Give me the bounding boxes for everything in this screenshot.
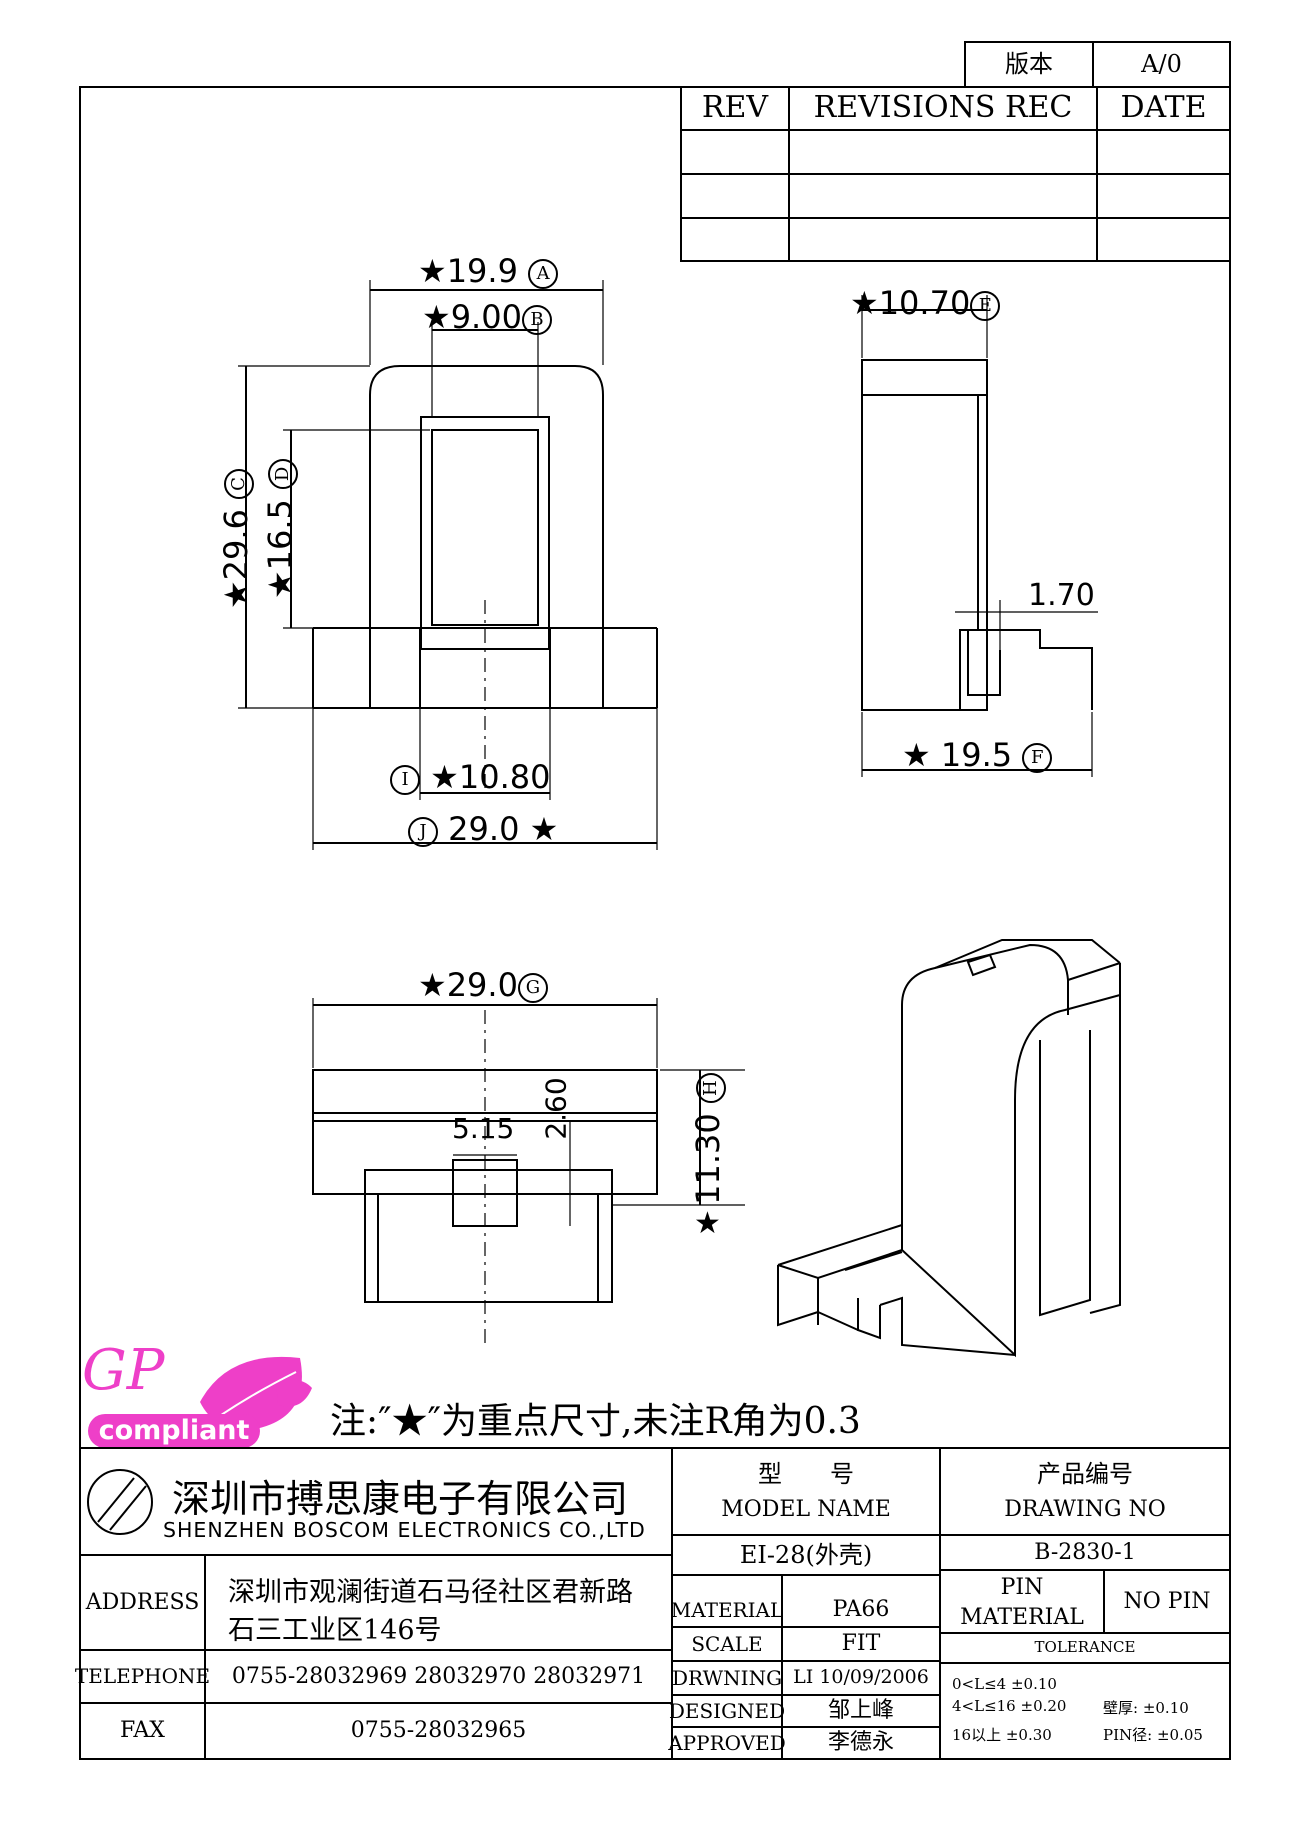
dim-h-star: ★ [694, 1206, 721, 1241]
top-view [312, 998, 745, 1345]
dim-c-tag: C [223, 468, 254, 499]
pin-material-value: NO PIN [1123, 1588, 1211, 1614]
date-header: DATE [1120, 90, 1207, 126]
drawing-label-cn: 产品编号 [1037, 1460, 1133, 1489]
dim-d-tag: D [267, 458, 298, 489]
dim-side-gap-label: 1.70 [1028, 578, 1095, 613]
approved-value: 李德永 [827, 1730, 894, 1756]
dim-g-tag: G [517, 972, 548, 1003]
drawing-value: B-2830-1 [1034, 1539, 1136, 1565]
tolerance-range-1: 0<L≤4 ±0.10 [952, 1675, 1057, 1693]
dim-j-label: J 29.0 ★ [408, 810, 558, 848]
address-label: ADDRESS [85, 1589, 200, 1615]
revisions-rec-header: REVISIONS REC [813, 90, 1073, 126]
company-name-en: SHENZHEN BOSCOM ELECTRONICS CO.,LTD [163, 1518, 646, 1542]
dim-slot-width-label: 5.15 [452, 1112, 515, 1145]
model-label-en: MODEL NAME [721, 1497, 891, 1523]
key-dimension-star: ★ [418, 252, 447, 290]
drawing-frame [79, 86, 1231, 1760]
approved-label: APPROVED [668, 1730, 786, 1755]
material-value: PA66 [832, 1597, 890, 1623]
dim-i-tag: I [390, 764, 420, 795]
front-view [238, 280, 658, 850]
model-label-cn: 型 号 [758, 1460, 854, 1489]
drawn-value: LI 10/09/2006 [793, 1666, 929, 1689]
tolerance-range-3: 16以上 ±0.30 [952, 1726, 1052, 1744]
scale-label: SCALE [691, 1631, 763, 1656]
dim-j-tag: J [408, 816, 438, 847]
tolerance-pin: PIN径: ±0.05 [1103, 1726, 1203, 1744]
dim-e-tag: E [970, 290, 1001, 321]
title-block [80, 1447, 1230, 1759]
fax-value: 0755-28032965 [350, 1718, 527, 1744]
fax-label: FAX [120, 1718, 165, 1744]
gp-compliant-logo [88, 1356, 312, 1448]
gp-logo-text: GP [82, 1338, 165, 1403]
model-value: EI-28(外壳) [739, 1541, 873, 1570]
rev-header: REV [701, 90, 769, 126]
tolerance-label: TOLERANCE [1034, 1638, 1136, 1657]
address-line-1: 深圳市观澜街道石马径社区君新路 [228, 1577, 633, 1608]
designed-label: DESIGNED [668, 1698, 786, 1723]
dim-a-label: ★19.9 A [418, 252, 559, 290]
tolerance-wall: 壁厚: ±0.10 [1103, 1699, 1189, 1717]
pin-material-label-1: PIN [1000, 1575, 1044, 1601]
telephone-value: 0755-28032969 28032970 28032971 [231, 1663, 646, 1689]
side-view [861, 295, 1098, 777]
dim-f-tag: F [1022, 742, 1053, 773]
version-label: 版本 [1005, 49, 1053, 78]
address-line-2: 石三工业区146号 [228, 1615, 442, 1646]
telephone-label: TELEPHONE [74, 1664, 211, 1688]
drawing-label-en: DRAWING NO [1004, 1497, 1166, 1523]
dim-i-label: I ★10.80 [390, 758, 550, 796]
pin-material-label-2: MATERIAL [960, 1605, 1084, 1631]
tolerance-range-2: 4<L≤16 ±0.20 [952, 1697, 1067, 1715]
company-name-cn: 深圳市搏思康电子有限公司 [172, 1477, 629, 1521]
isometric-view [777, 939, 1121, 1358]
designed-value: 邹上峰 [827, 1698, 894, 1724]
version-value: A/0 [1141, 49, 1182, 78]
material-label: MATERIAL [670, 1597, 784, 1622]
drawn-label: DRWNING [671, 1665, 783, 1690]
gp-compliant-text: compliant [98, 1415, 250, 1446]
scale-value: FIT [841, 1631, 881, 1657]
dim-a-tag: A [528, 258, 559, 289]
dim-h-tag: H [695, 1073, 726, 1104]
dim-f-label: ★ 19.5 F [902, 736, 1053, 774]
drawing-note: 注:″★″为重点尺寸,未注R角为0.3 [330, 1401, 861, 1442]
dim-b-tag: B [521, 304, 552, 335]
